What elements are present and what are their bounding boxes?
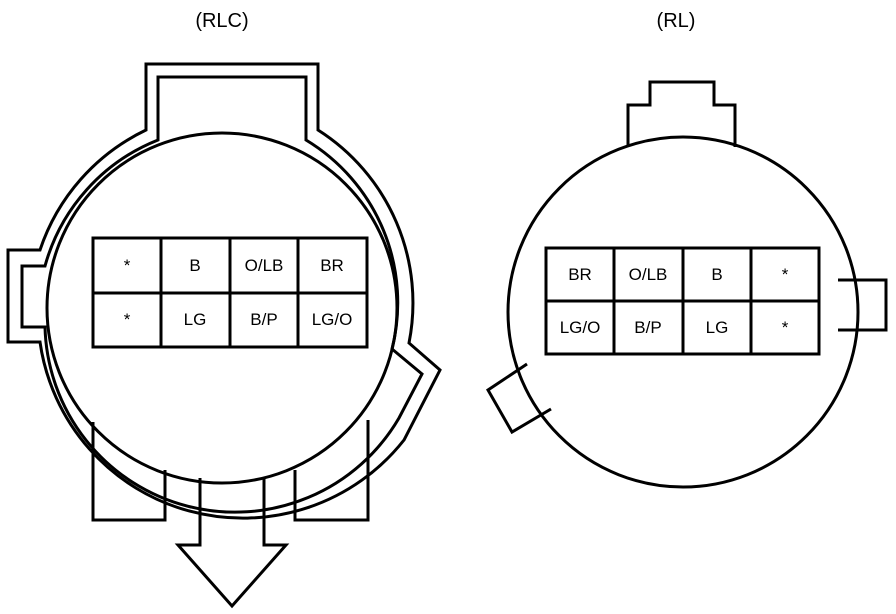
rlc-pin: LG — [159, 291, 232, 349]
pin-label: B/P — [250, 310, 277, 329]
rl-pin-grid: BR O/LB B * LG/O B/P LG * — [544, 246, 821, 356]
rlc-left-foot — [91, 422, 167, 522]
rlc-right-foot — [293, 420, 370, 522]
rl-top-tab — [626, 80, 737, 147]
rl-title: (RL) — [657, 10, 696, 32]
rlc-pin: B/P — [228, 291, 300, 349]
rl-pin: LG/O — [544, 299, 616, 356]
rlc-inner-shell — [20, 75, 424, 514]
rlc-connector: (RLC) * B O/LB BR * LG B/P LG/O — [6, 10, 442, 609]
rlc-title: (RLC) — [195, 10, 248, 32]
rl-connector: (RL) BR O/LB B * LG/O B/P LG * — [486, 10, 888, 489]
pin-label: * — [124, 256, 131, 275]
rlc-housing — [45, 131, 399, 485]
pin-label: BR — [568, 265, 592, 284]
rl-pin: O/LB — [612, 246, 685, 303]
rl-side-tab — [486, 362, 552, 435]
pin-label: O/LB — [629, 265, 668, 284]
rl-pin: * — [749, 246, 821, 303]
rlc-pin: BR — [296, 236, 369, 295]
rl-housing — [506, 135, 860, 489]
rlc-arrow — [174, 478, 290, 609]
rl-pin: * — [749, 299, 821, 356]
pin-label: LG — [184, 310, 207, 329]
rl-pin: B/P — [612, 299, 685, 356]
pin-label: LG/O — [560, 318, 601, 337]
rl-pin: LG — [681, 299, 753, 356]
pin-label: O/LB — [245, 256, 284, 275]
rl-pin: B — [681, 246, 753, 303]
rlc-pin-grid: * B O/LB BR * LG B/P LG/O — [91, 236, 369, 349]
pin-label: B — [189, 256, 200, 275]
rlc-pin: B — [159, 236, 232, 295]
pin-label: * — [782, 265, 789, 284]
rlc-pin: * — [91, 291, 163, 349]
pin-label: * — [124, 310, 131, 329]
rlc-pin: O/LB — [228, 236, 300, 295]
pin-label: * — [782, 318, 789, 337]
pin-label: LG — [706, 318, 729, 337]
rl-right-tab — [838, 278, 888, 332]
pin-label: LG/O — [312, 310, 353, 329]
rlc-pin: * — [91, 236, 163, 295]
rl-pin: BR — [544, 246, 616, 303]
pin-label: B — [711, 265, 722, 284]
rlc-outer-shell — [6, 62, 442, 520]
rlc-pin: LG/O — [296, 291, 369, 349]
pin-label: B/P — [634, 318, 661, 337]
pin-label: BR — [320, 256, 344, 275]
